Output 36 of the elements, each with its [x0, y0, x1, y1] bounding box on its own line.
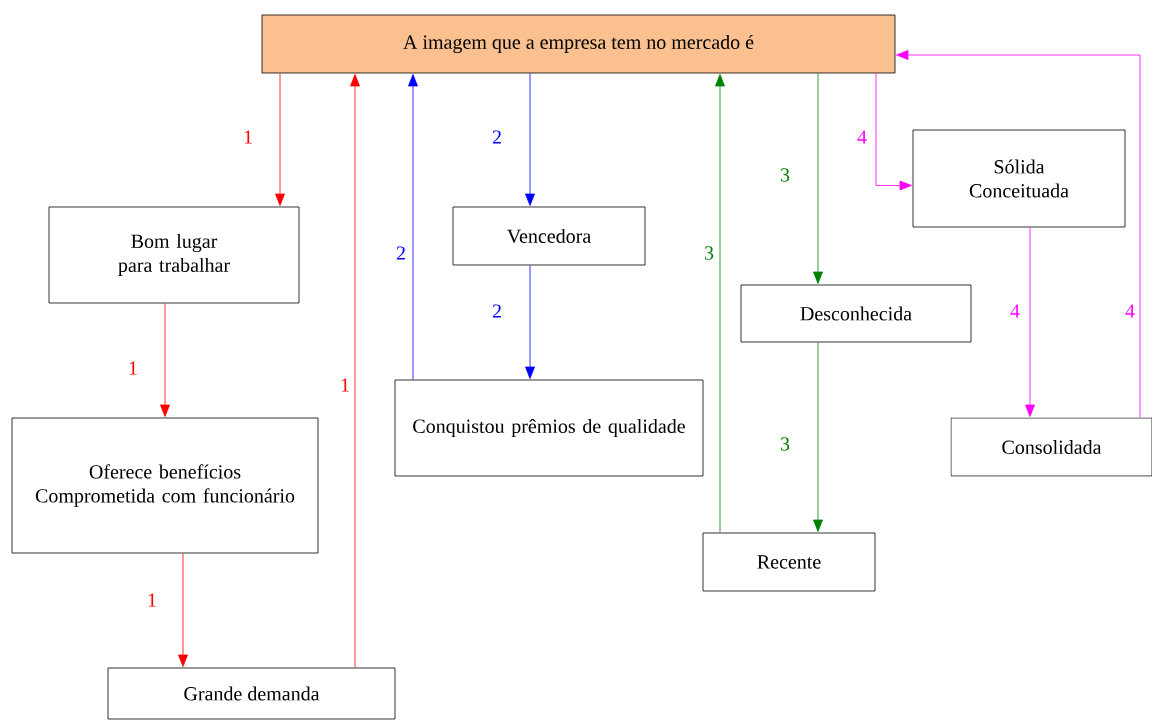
text-box: Conquistou prêmios de qualidade	[394, 379, 704, 477]
arrow	[1025, 227, 1035, 417]
arrow	[875, 73, 912, 191]
arrow	[896, 50, 1141, 418]
arrow	[160, 303, 170, 417]
text-box: Desconhecida	[740, 284, 972, 343]
arrow	[813, 73, 823, 284]
edge-label: 4	[1008, 302, 1022, 320]
arrow	[350, 74, 360, 668]
edge-label: 1	[126, 359, 140, 377]
text-box: Bom lugar para trabalhar	[48, 206, 300, 304]
edge-label: 4	[1123, 302, 1137, 320]
text-box: Oferece benefícios Comprometida com funcionário	[11, 417, 319, 554]
text-box: Grande demanda	[107, 667, 396, 720]
edge-label: 3	[778, 435, 792, 453]
edge-label: 2	[490, 302, 504, 320]
edge-label: 2	[490, 128, 504, 146]
arrow	[525, 265, 535, 379]
edge-label: 1	[338, 376, 352, 394]
arrow	[178, 553, 188, 667]
arrow	[525, 73, 535, 206]
edge-label: 4	[855, 128, 869, 146]
edge-label: 3	[778, 166, 792, 184]
edge-label: 3	[702, 244, 716, 262]
text-box: Sólida Conceituada	[912, 129, 1126, 228]
edge-label: 1	[145, 591, 159, 609]
arrow	[275, 73, 285, 206]
text-box: Vencedora	[452, 206, 646, 266]
text-box: A imagem que a empresa tem no mercado é	[261, 14, 896, 74]
arrow	[408, 74, 418, 380]
arrow	[813, 342, 823, 532]
arrow	[715, 74, 725, 533]
edge-label: 2	[394, 244, 408, 262]
text-box: Consolidada	[950, 417, 1152, 477]
text-box: Recente	[702, 532, 876, 592]
edge-label: 1	[241, 128, 255, 146]
